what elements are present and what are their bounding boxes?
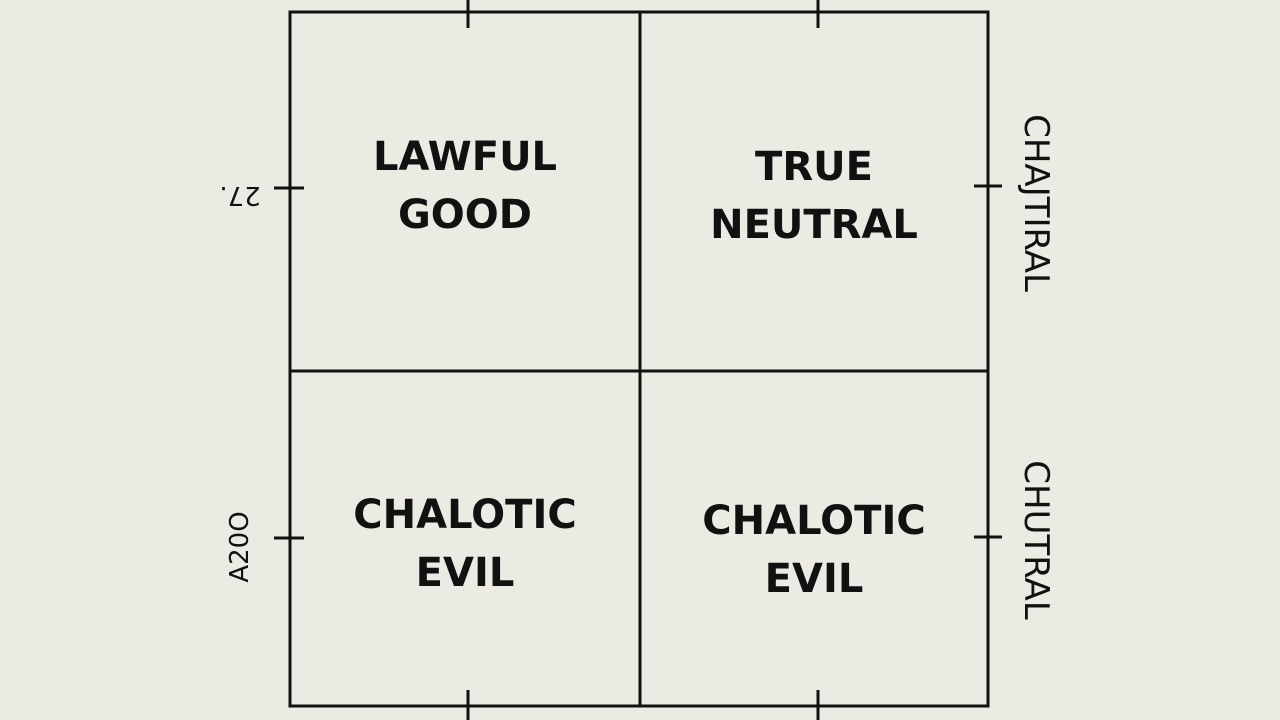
cell-line-1: CHALOTIC <box>353 492 577 538</box>
cell-line-1: LAWFUL <box>372 134 558 180</box>
cell-line-2: EVIL <box>415 550 515 596</box>
left-axis-label-top: 27. <box>219 180 261 210</box>
right-axis-label-bottom: CHUTRAL <box>1016 460 1056 620</box>
cell-line-1: CHALOTIC <box>702 498 926 544</box>
tick-marks <box>274 0 1002 720</box>
left-axis-label-bottom: A20O <box>225 511 255 583</box>
cell-line-1: TRUE <box>755 144 873 190</box>
cell-lawful-good: LAWFUL GOOD <box>292 128 638 244</box>
cell-line-2: NEUTRAL <box>710 202 918 248</box>
cell-chalotic-evil-right: CHALOTIC EVIL <box>642 492 986 608</box>
cell-line-2: GOOD <box>397 192 533 238</box>
cell-line-2: EVIL <box>764 556 864 602</box>
cell-chalotic-evil-left: CHALOTIC EVIL <box>292 486 638 602</box>
cell-true-neutral: TRUE NEUTRAL <box>642 138 986 254</box>
grid-lines <box>288 10 990 708</box>
right-axis-label-top: CHAJTIRAL <box>1016 114 1056 292</box>
